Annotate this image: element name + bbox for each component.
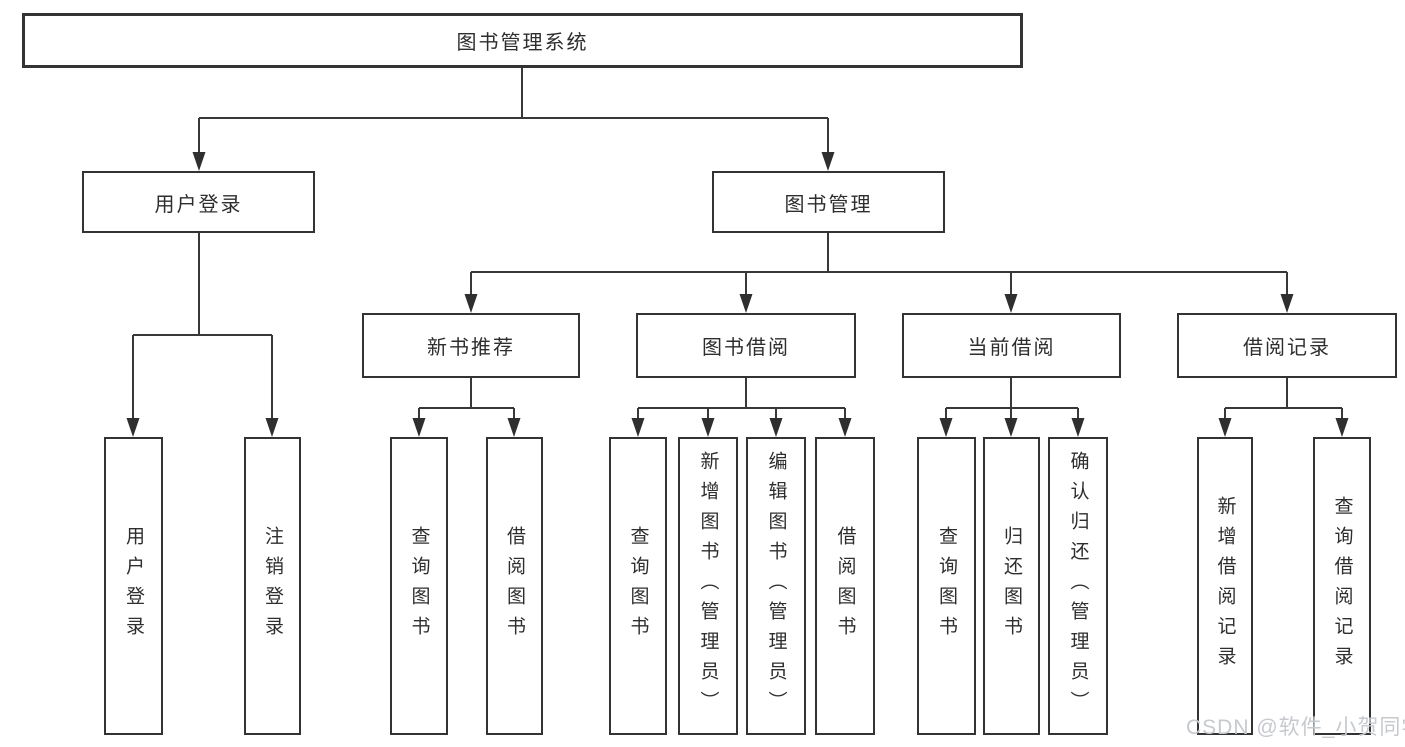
connector-new-book-to-leaves — [418, 378, 515, 419]
arrowhead-user-login-leaves — [126, 418, 279, 437]
leaf-query-books-current: 查询图书 — [917, 437, 976, 735]
arrowhead-level2 — [192, 152, 835, 171]
connector-root-to-level2 — [198, 68, 829, 153]
node-user-login: 用户登录 — [82, 171, 315, 233]
node-new-book-recommend: 新书推荐 — [362, 313, 580, 378]
leaf-query-borrow-record: 查询借阅记录 — [1313, 437, 1371, 735]
leaf-label: 借阅图书 — [504, 526, 525, 646]
node-book-management: 图书管理 — [712, 171, 945, 233]
leaf-edit-books-admin: 编辑图书（管理员） — [746, 437, 806, 735]
leaf-label: 新增图书（管理员） — [697, 451, 719, 721]
leaf-confirm-return-admin: 确认归还（管理员） — [1048, 437, 1108, 735]
leaf-label: 确认归还（管理员） — [1067, 451, 1089, 721]
leaf-borrow-books-recommend: 借阅图书 — [486, 437, 543, 735]
leaf-user-login: 用户登录 — [104, 437, 163, 735]
arrowhead-new-book-leaves — [412, 418, 521, 437]
leaf-label: 归还图书 — [1001, 526, 1022, 646]
connector-book-borrowing-to-leaves — [637, 378, 846, 419]
connector-borrow-records-to-leaves — [1224, 378, 1343, 419]
leaf-label: 用户登录 — [123, 526, 144, 646]
leaf-return-books: 归还图书 — [983, 437, 1040, 735]
arrowhead-level3 — [464, 294, 1294, 313]
leaf-label: 查询图书 — [627, 526, 649, 646]
arrowhead-current-borrowing-leaves — [939, 418, 1085, 437]
leaf-add-borrow-record: 新增借阅记录 — [1197, 437, 1253, 735]
leaf-label: 编辑图书（管理员） — [765, 451, 787, 721]
leaf-add-books-admin: 新增图书（管理员） — [678, 437, 738, 735]
connector-current-borrowing-to-leaves — [945, 378, 1079, 419]
leaf-label: 借阅图书 — [834, 526, 856, 646]
node-current-borrowing: 当前借阅 — [902, 313, 1121, 378]
leaf-label: 新增借阅记录 — [1214, 496, 1236, 676]
leaf-query-books-recommend: 查询图书 — [390, 437, 448, 735]
node-root: 图书管理系统 — [22, 13, 1023, 68]
watermark: CSDN @软件_小贺同学 — [1186, 716, 1405, 739]
leaf-query-books-borrow: 查询图书 — [609, 437, 667, 735]
connector-user-login-to-leaves — [132, 233, 273, 419]
leaf-borrow-books: 借阅图书 — [815, 437, 875, 735]
connector-book-management-to-level3 — [470, 233, 1288, 295]
node-book-borrowing: 图书借阅 — [636, 313, 856, 378]
leaf-label: 查询图书 — [408, 526, 430, 646]
leaf-label: 查询借阅记录 — [1331, 496, 1353, 676]
arrowhead-borrow-records-leaves — [1218, 418, 1349, 437]
node-borrow-records: 借阅记录 — [1177, 313, 1397, 378]
leaf-label: 注销登录 — [262, 526, 283, 646]
leaf-logout: 注销登录 — [244, 437, 301, 735]
arrowhead-book-borrowing-leaves — [631, 418, 852, 437]
leaf-label: 查询图书 — [936, 526, 957, 646]
